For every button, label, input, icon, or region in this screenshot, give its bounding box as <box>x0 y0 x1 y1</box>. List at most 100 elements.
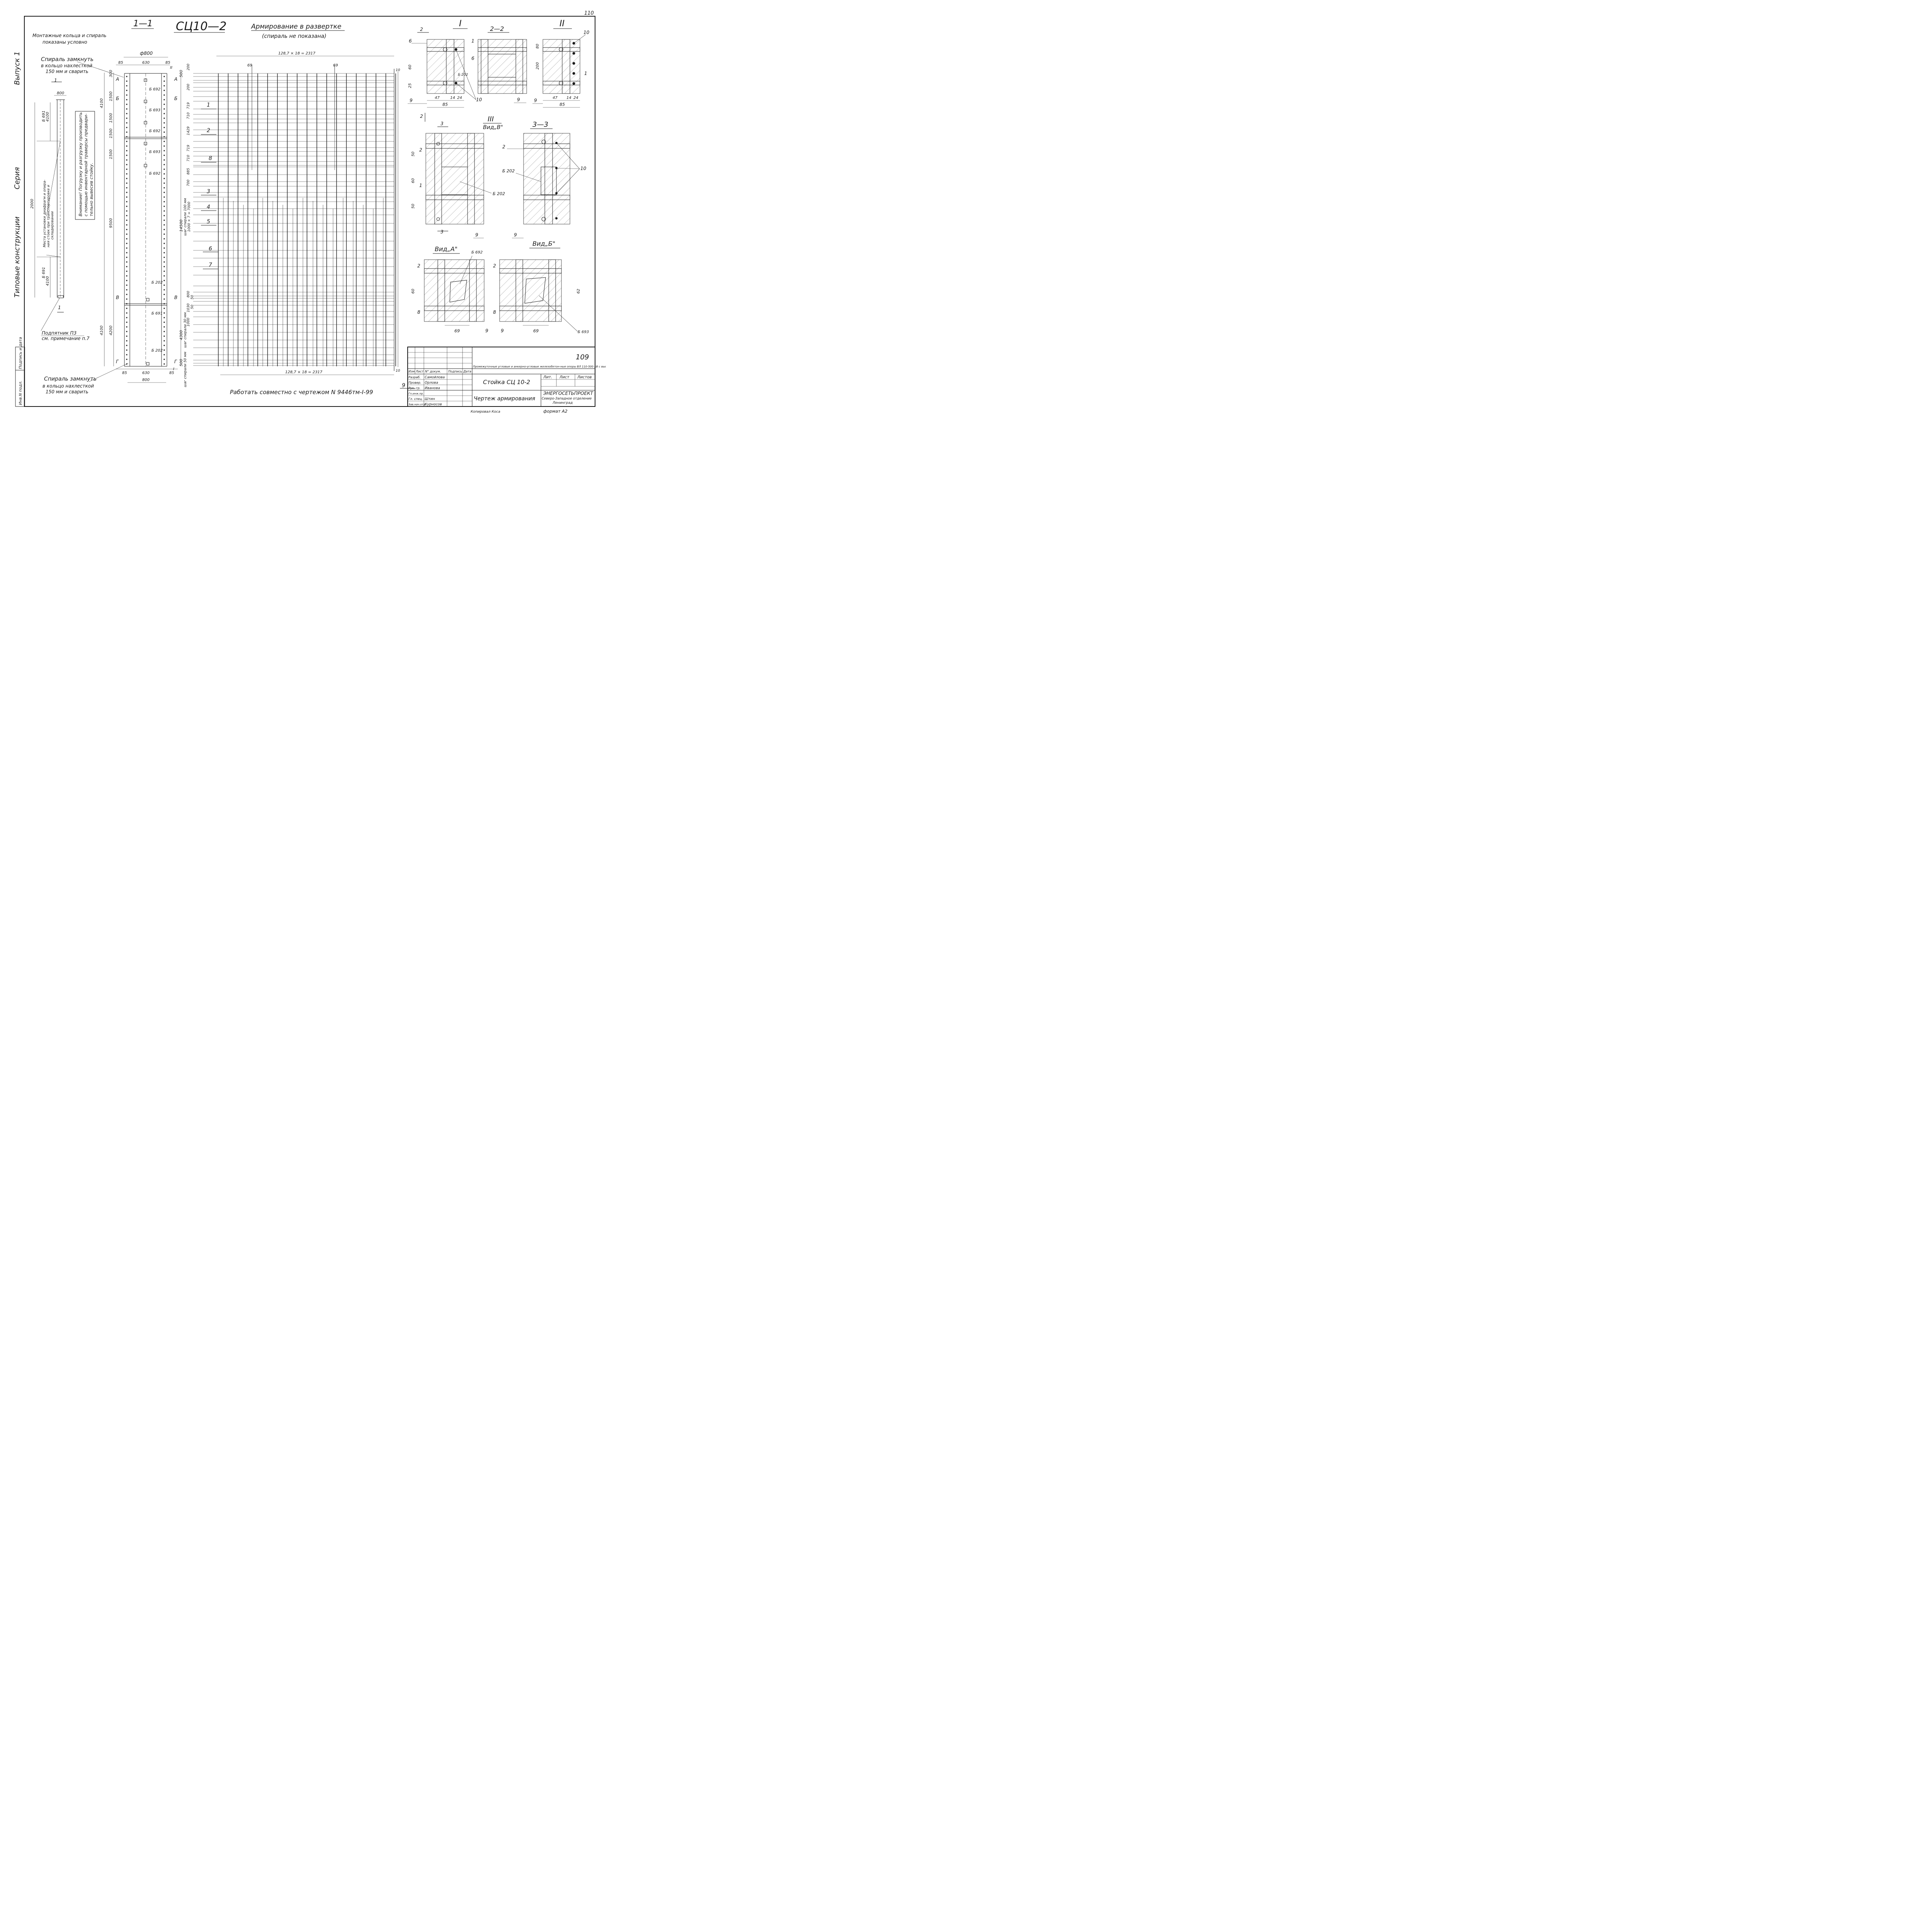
inventory-signature: Подпись и дата <box>19 337 23 369</box>
svg-text:Б 202: Б 202 <box>151 281 163 285</box>
svg-text:Б 692: Б 692 <box>149 87 160 92</box>
svg-text:Б 693: Б 693 <box>149 150 160 154</box>
svg-text:В: В <box>174 295 177 300</box>
note-place-1: Места установки диафрагм и опира- <box>43 180 47 247</box>
svg-text:Ленинград: Ленинград <box>552 401 573 405</box>
title-section-1-1: 1—1 <box>133 19 153 29</box>
svg-text:2: 2 <box>420 27 423 32</box>
svg-text:1: 1 <box>419 183 422 188</box>
svg-text:1500: 1500 <box>109 129 113 138</box>
svg-text:Б 692: Б 692 <box>149 129 160 133</box>
svg-text:700: 700 <box>187 180 190 186</box>
svg-text:ф800: ф800 <box>140 51 153 56</box>
svg-text:Зав.нач.отд.: Зав.нач.отд. <box>408 403 426 406</box>
svg-text:14: 14 <box>566 96 571 100</box>
svg-text:Г: Г <box>174 359 177 364</box>
svg-text:200: 200 <box>187 64 190 70</box>
svg-text:60: 60 <box>411 178 415 183</box>
sheet-corner-number: 110 <box>584 10 594 16</box>
svg-text:II: II <box>170 66 172 70</box>
note-spiral-top-3: 150 мм и сварить <box>46 69 88 74</box>
svg-text:Листов: Листов <box>577 375 592 379</box>
svg-text:2: 2 <box>417 263 420 269</box>
svg-text:I: I <box>459 19 462 29</box>
svg-text:4300: 4300 <box>179 330 184 340</box>
drawing-sheet: 110 Выпуск 1 Серия Типовые конструкции П… <box>13 10 606 414</box>
svg-text:10: 10 <box>583 30 590 35</box>
svg-text:1500: 1500 <box>109 113 113 123</box>
title-block: Изм Лист N° докум. Подпись Дата Разраб. … <box>407 347 606 407</box>
svg-text:24: 24 <box>573 96 578 100</box>
svg-text:1: 1 <box>54 78 57 83</box>
svg-text:4100: 4100 <box>100 326 104 335</box>
section-1-1-view: ф800 85 630 85 Б 692 Б 693 Б 692 Б 693 Б… <box>100 51 191 387</box>
svg-text:710: 710 <box>187 155 190 162</box>
svg-text:10: 10 <box>580 166 587 171</box>
note-support-1: Подпятник П3 <box>42 330 77 336</box>
svg-text:200: 200 <box>536 62 540 70</box>
svg-text:Б 202: Б 202 <box>502 168 515 173</box>
svg-text:3—3: 3—3 <box>532 121 548 129</box>
warning-3: тельно вывесив стойку. <box>89 163 94 216</box>
svg-text:10: 10 <box>396 68 400 72</box>
svg-text:2: 2 <box>493 263 496 269</box>
drawing-title: Чертеж армирования <box>474 396 535 402</box>
svg-text:1030: 1030 <box>187 303 190 312</box>
unfolded-left-dimensions: 200 200 719 710 1429 719 710 885 700 103… <box>187 64 194 327</box>
svg-text:Разраб.: Разраб. <box>408 376 420 379</box>
svg-text:Штин: Штин <box>425 397 435 401</box>
warning-1: Внимание! Погрузку и разгрузку производи… <box>78 112 83 216</box>
svg-text:800: 800 <box>142 378 150 382</box>
note-spiral-bottom-3: 150 мм и сварить <box>46 389 88 395</box>
sheet-number: 109 <box>576 353 589 361</box>
bar-label-9: 9 <box>402 383 405 389</box>
svg-text:1500: 1500 <box>109 92 113 101</box>
svg-text:60: 60 <box>408 65 412 70</box>
svg-text:85: 85 <box>442 102 448 107</box>
svg-text:710: 710 <box>187 112 190 119</box>
note-work-with: Работать совместно с чертежом N 9446тм-I… <box>230 389 373 396</box>
svg-text:9: 9 <box>410 98 413 103</box>
svg-text:14: 14 <box>450 96 455 100</box>
svg-text:69: 69 <box>533 328 539 333</box>
note-place-3: складировании <box>51 211 54 240</box>
svg-text:3: 3 <box>440 121 444 126</box>
svg-text:2000: 2000 <box>30 199 34 209</box>
svg-text:Б: Б <box>116 96 119 101</box>
svg-text:Б 202: Б 202 <box>458 73 468 77</box>
svg-text:1: 1 <box>58 305 61 310</box>
dim-top-2317: 128,7 × 18 = 2317 <box>278 51 316 56</box>
view-b-detail: Вид„Б" 2 8 62 69 9 Б 693 <box>493 240 589 334</box>
unfolded-reinforcement-grid <box>193 65 415 389</box>
sheet-frame <box>24 16 595 407</box>
svg-text:Орлова: Орлова <box>425 381 438 385</box>
svg-text:2: 2 <box>420 114 423 119</box>
bar-label-8: 8 <box>209 155 212 162</box>
bar-label-1: 1 <box>207 102 210 108</box>
note-spiral-top-1: Спираль замкнуть <box>41 56 94 63</box>
svg-text:85: 85 <box>122 371 127 375</box>
svg-text:Б: Б <box>174 96 177 101</box>
svg-text:Изм: Изм <box>408 370 415 373</box>
note-spiral-top-2: в кольцо нахлесткой <box>41 63 92 68</box>
svg-text:Лист: Лист <box>559 375 570 379</box>
svg-text:630: 630 <box>142 371 150 375</box>
org-name: ЭНЕРГОСЕТЬПРОЕКТ <box>543 391 594 396</box>
title-part-code: СЦ10—2 <box>176 20 227 33</box>
svg-text:69: 69 <box>454 328 460 333</box>
svg-text:9500: 9500 <box>109 218 113 228</box>
svg-text:69: 69 <box>333 63 338 68</box>
svg-text:Г: Г <box>116 359 119 364</box>
svg-text:А: А <box>116 77 119 82</box>
project-title: Промежуточные угловые и анкерно-угловые … <box>473 365 606 368</box>
svg-text:719: 719 <box>187 145 190 151</box>
svg-text:III: III <box>488 115 494 123</box>
note-spiral-bottom-2: в кольцо нахлесткой <box>43 383 94 389</box>
svg-text:1: 1 <box>584 71 587 76</box>
svg-text:300: 300 <box>109 70 113 77</box>
margin-issue: Выпуск 1 <box>13 51 21 85</box>
svg-text:60: 60 <box>411 289 415 294</box>
svg-text:Б 691: Б 691 <box>42 111 46 122</box>
svg-text:800: 800 <box>187 291 190 298</box>
svg-text:Б 693: Б 693 <box>578 330 589 334</box>
